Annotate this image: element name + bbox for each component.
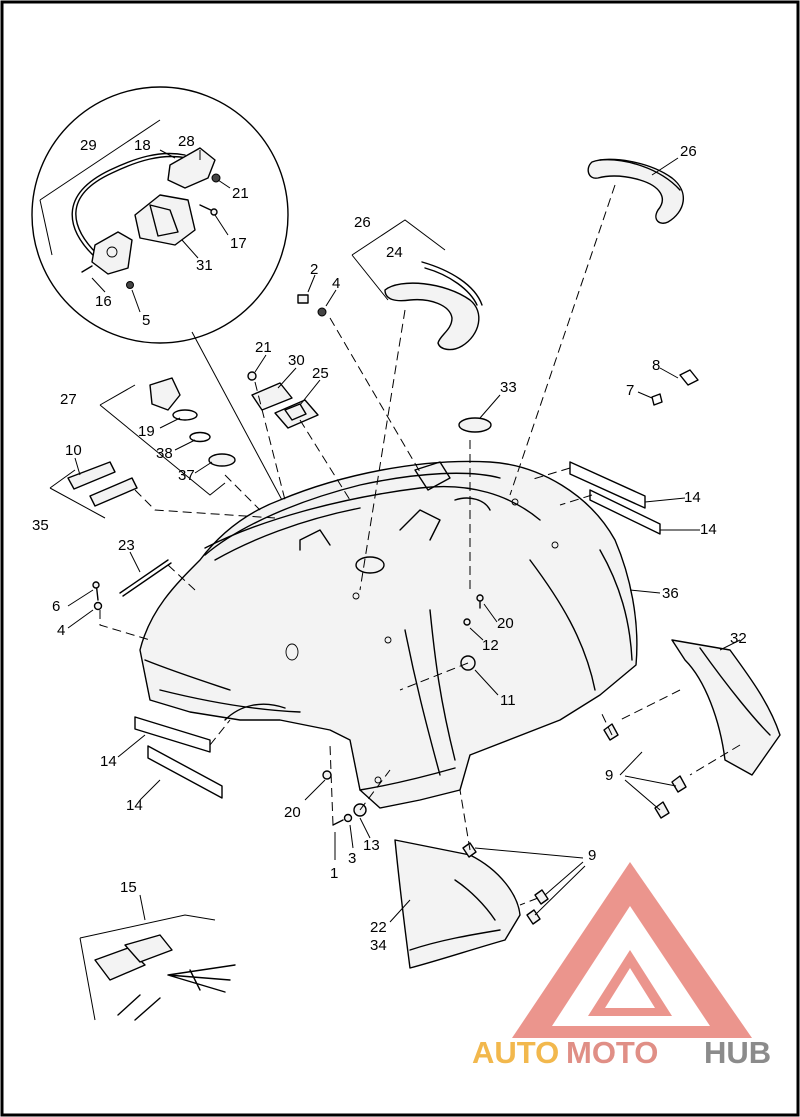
callout-15: 15 [120,879,137,896]
callout-21-mid: 21 [255,339,272,356]
callout-18: 18 [134,137,151,154]
callout-7: 7 [626,382,634,399]
callout-23: 23 [118,537,135,554]
emblem [458,417,492,433]
grab-handle-top [587,158,684,224]
callout-26-mid: 26 [354,214,371,231]
watermark-text: AUTO MOTO HUB [472,1035,771,1070]
callout-13: 13 [363,837,380,854]
callout-34: 34 [370,937,387,954]
lock-assembly-group [99,377,236,496]
callout-33: 33 [500,379,517,396]
callout-21: 21 [232,185,249,202]
callout-labels: 29 18 28 21 17 31 16 5 26 26 24 2 4 21 3… [32,133,747,954]
callout-36: 36 [662,585,679,602]
trim-strip [119,559,169,594]
watermark-auto: AUTO [472,1035,559,1070]
hook-parts [651,369,699,406]
callout-28: 28 [178,133,195,150]
callout-24: 24 [386,244,403,261]
callout-4-top: 4 [332,275,340,292]
callout-9-bottom: 9 [588,847,596,864]
callout-14-c: 14 [100,753,117,770]
callout-31: 31 [196,257,213,274]
callout-9-right: 9 [605,767,613,784]
gasket-plates [251,382,319,429]
callout-2: 2 [310,261,318,278]
callout-4-left: 4 [57,622,65,639]
latch-detail-inset [31,86,291,516]
side-reflector-trim [671,639,781,776]
saddlebag-body [139,460,638,809]
callout-3: 3 [348,850,356,867]
callout-38: 38 [156,445,173,462]
callout-27: 27 [60,391,77,408]
grab-handle-middle [351,219,483,351]
lower-rear-trim [394,839,521,969]
callout-29: 29 [80,137,97,154]
assembly-lines [99,184,741,906]
callout-26-top: 26 [680,143,697,160]
callout-5: 5 [142,312,150,329]
callout-6: 6 [52,598,60,615]
callout-10: 10 [65,442,82,459]
lid-rim [204,472,501,556]
adhesive-strips [134,461,661,799]
callout-35: 35 [32,517,49,534]
callout-14-b: 14 [700,521,717,538]
callout-22: 22 [370,919,387,936]
watermark-moto: MOTO [566,1035,658,1070]
rail-strips [49,461,138,519]
callout-12: 12 [482,637,499,654]
callout-20-mid: 20 [497,615,514,632]
tool-kit [79,914,236,1021]
callout-30: 30 [288,352,305,369]
watermark-hub: HUB [704,1035,771,1070]
callout-19: 19 [138,423,155,440]
callout-32: 32 [730,630,747,647]
callout-37: 37 [178,467,195,484]
callout-20-low: 20 [284,804,301,821]
watermark-logo [512,862,752,1038]
callout-17: 17 [230,235,247,252]
callout-8: 8 [652,357,660,374]
callout-14-d: 14 [126,797,143,814]
callout-1: 1 [330,865,338,882]
callout-25: 25 [312,365,329,382]
callout-11: 11 [500,692,516,709]
callout-16: 16 [95,293,112,310]
callout-14-a: 14 [684,489,701,506]
leader-lines [67,149,741,923]
